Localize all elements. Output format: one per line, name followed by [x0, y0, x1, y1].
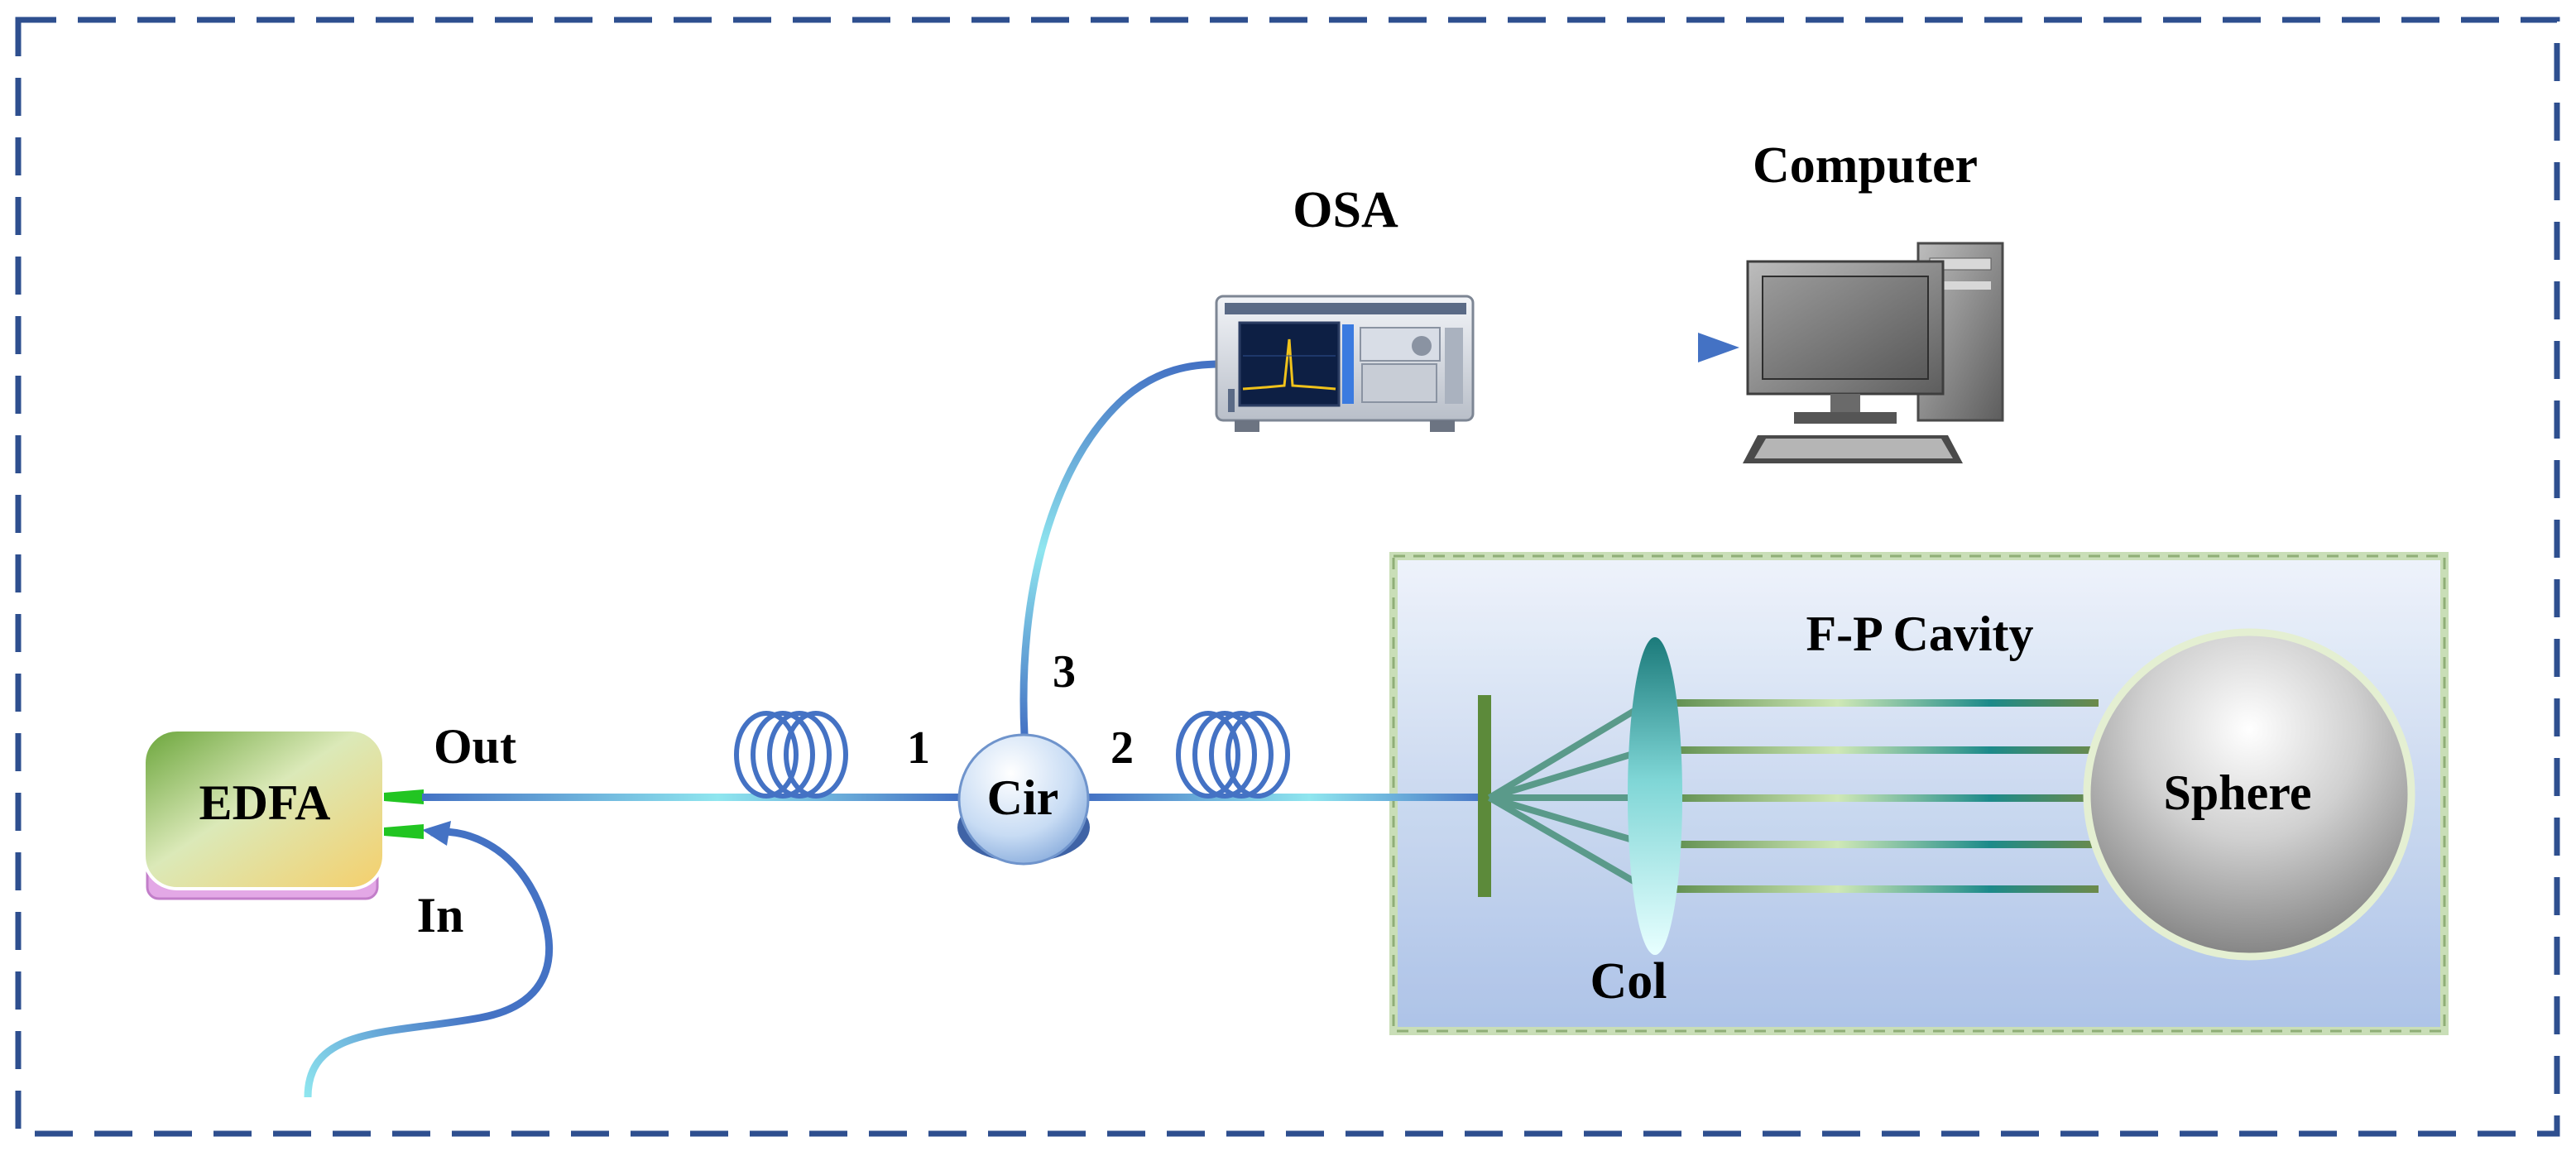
fiber-coil-1	[734, 711, 848, 799]
fiber-coil-2	[1176, 711, 1290, 799]
fiber-cir-to-cavity	[1089, 794, 1489, 801]
edfa-in-connector	[384, 824, 424, 839]
port-1-label: 1	[907, 722, 930, 774]
edfa-out-connector	[384, 789, 424, 804]
col-label: Col	[1590, 953, 1667, 1010]
fiber-end-face	[1478, 695, 1491, 897]
computer-label: Computer	[1753, 137, 1978, 194]
divergent-beams	[1487, 700, 1649, 892]
sphere	[2083, 628, 2415, 961]
input-arrow-head	[422, 821, 451, 846]
fp-cavity-label: F-P Cavity	[1806, 607, 2034, 661]
circulator	[957, 733, 1090, 866]
port-2-label: 2	[1111, 722, 1134, 774]
osa-label: OSA	[1293, 182, 1398, 238]
fiber-edfa-to-cir	[422, 794, 960, 801]
cir-label: Cir	[987, 770, 1059, 825]
desktop-computer-icon	[1743, 242, 2004, 463]
optical-spectrum-analyzer-icon	[1215, 295, 1475, 432]
sphere-label: Sphere	[2164, 765, 2312, 820]
port-3-label: 3	[1053, 646, 1076, 698]
outer-frame	[15, 17, 2560, 1137]
fiber-cir-to-osa	[1019, 360, 1221, 736]
edfa-label: EDFA	[199, 775, 331, 830]
input-fiber	[304, 827, 554, 1098]
edfa-amplifier	[142, 728, 424, 900]
arrow-head-computer	[1698, 333, 1739, 362]
out-label: Out	[434, 719, 516, 774]
collimated-beams	[1663, 699, 2099, 893]
in-label: In	[417, 888, 464, 943]
collimating-lens	[1628, 637, 1682, 955]
